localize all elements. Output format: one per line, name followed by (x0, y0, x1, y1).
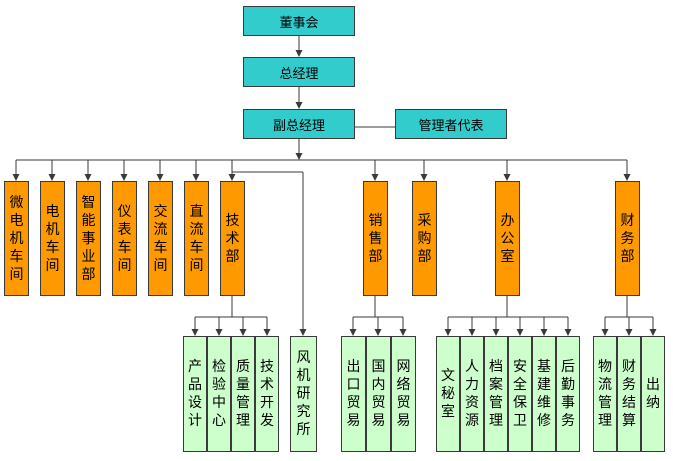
arrowhead (239, 329, 247, 336)
arrowhead (228, 174, 236, 181)
arrowhead (399, 329, 407, 336)
sub-domestic-trade: 国内贸易国内贸易 (366, 336, 391, 452)
sub-quality-management: 质量管理质量管理 (231, 336, 255, 452)
arrowhead (540, 329, 548, 336)
dept-sales: 销售部销售部 (363, 181, 388, 296)
sub-financial-settlement: 财务结算财务结算 (617, 336, 641, 452)
dept-finance: 财务部财务部 (615, 181, 640, 296)
general-manager-box: 总经理 (243, 57, 355, 87)
arrowhead (84, 174, 92, 181)
deputy-general-manager-label: 副总经理 (272, 118, 325, 134)
sub-inspection-center: 检验中心检验中心 (207, 336, 231, 452)
arrowhead (263, 329, 271, 336)
arrowhead (601, 329, 609, 336)
arrowhead (444, 329, 452, 336)
sub-logistics-affairs: 后勤事务后勤事务 (556, 336, 580, 452)
arrowhead (492, 329, 500, 336)
arrowhead (371, 174, 379, 181)
arrowhead (299, 329, 307, 336)
arrowhead (191, 329, 199, 336)
arrowhead (625, 329, 633, 336)
general-manager-label: 总经理 (279, 66, 319, 82)
sub-security: 安全保卫安全保卫 (508, 336, 532, 452)
sub-online-trade: 网络贸易网络贸易 (391, 336, 416, 452)
arrowhead (516, 329, 524, 336)
sub-export-trade: 出口贸易出口贸易 (341, 336, 366, 452)
arrowhead (192, 174, 200, 181)
sub-fan-research-institute: 风机研究所风机研究所 (290, 336, 317, 452)
sub-archive-management: 档案管理档案管理 (484, 336, 508, 452)
arrowhead (420, 174, 428, 181)
board-box: 董事会 (243, 6, 355, 36)
arrowhead (349, 329, 357, 336)
dept-micro-motor-workshop: 微电机车间微电机车间 (4, 181, 29, 296)
arrowhead (120, 174, 128, 181)
dept-purchasing: 采购部采购部 (412, 181, 437, 296)
arrowhead (12, 174, 20, 181)
arrowhead (374, 329, 382, 336)
dept-meter-workshop: 仪表车间仪表车间 (112, 181, 137, 296)
arrowhead (156, 174, 164, 181)
arrowhead (295, 50, 303, 57)
arrowhead (649, 329, 657, 336)
dept-tech: 技术部技术部 (220, 181, 245, 296)
dept-office: 办公室办公室 (495, 181, 520, 296)
arrowhead (295, 153, 303, 160)
sub-tech-development: 技术开发技术开发 (255, 336, 279, 452)
arrowhead (215, 329, 223, 336)
arrowhead (468, 329, 476, 336)
deputy-general-manager-box: 副总经理 (243, 109, 355, 139)
sub-product-design: 产品设计产品设计 (183, 336, 207, 452)
dept-ac-workshop: 交流车间交流车间 (148, 181, 173, 296)
sub-construction-maintenance: 基建维修基建维修 (532, 336, 556, 452)
arrowhead (295, 102, 303, 109)
dept-dc-workshop: 直流车间直流车间 (184, 181, 209, 296)
management-representative-label: 管理者代表 (418, 118, 484, 134)
dept-smart-business: 智能事业部智能事业部 (76, 181, 101, 296)
sub-human-resources: 人力资源人力资源 (460, 336, 484, 452)
arrowhead (564, 329, 572, 336)
arrowhead (503, 174, 511, 181)
arrowhead (623, 174, 631, 181)
board-label: 董事会 (279, 15, 319, 31)
arrowhead (48, 174, 56, 181)
management-representative-box: 管理者代表 (395, 109, 507, 139)
sub-cashier: 出纳出纳 (641, 336, 665, 452)
sub-secretariat: 文秘室文秘室 (436, 336, 460, 452)
sub-logistics-management: 物流管理物流管理 (593, 336, 617, 452)
